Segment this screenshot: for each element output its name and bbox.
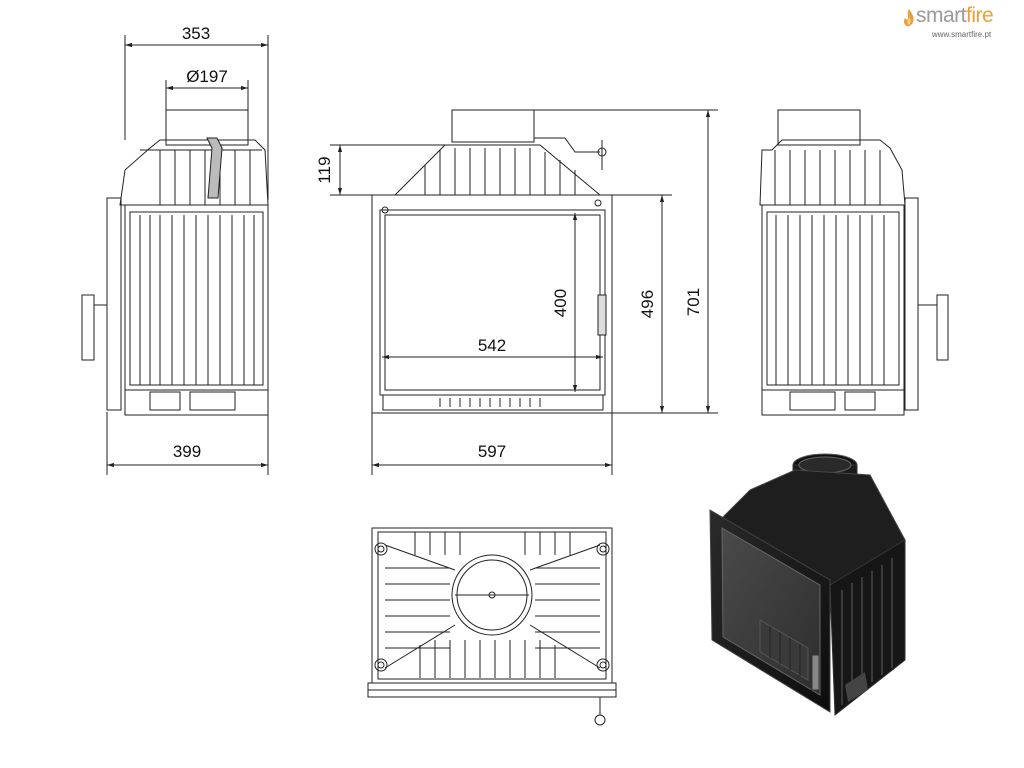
brand-name-part2: fire <box>966 4 994 27</box>
isometric-view <box>709 453 906 716</box>
brand-logo: smartfire www.smartfire.pt <box>902 4 1020 42</box>
dim-label-542: 542 <box>478 336 506 355</box>
dim-label-353: 353 <box>182 24 210 43</box>
dim-label-119: 119 <box>315 156 334 183</box>
dim-total-height <box>534 109 718 414</box>
brand-name: smartfire <box>916 4 994 28</box>
dim-flue-diameter <box>165 80 249 110</box>
side-view-left <box>81 109 269 416</box>
dim-label-399: 399 <box>173 442 201 461</box>
brand-name-part1: smart <box>916 4 967 27</box>
dim-label-diameter: Ø197 <box>186 67 228 86</box>
side-view-right <box>759 109 949 416</box>
dim-label-597: 597 <box>478 442 506 461</box>
front-view <box>371 109 613 414</box>
flame-icon <box>903 9 914 27</box>
top-view <box>367 527 617 726</box>
dim-hood-height <box>330 144 445 196</box>
dim-front-width <box>371 413 613 475</box>
dim-label-496: 496 <box>638 290 657 318</box>
brand-url: www.smartfire.pt <box>932 30 992 39</box>
dim-side-depth-bottom <box>106 412 269 475</box>
dim-label-400: 400 <box>551 289 570 317</box>
dim-label-701: 701 <box>684 288 703 316</box>
dim-side-depth-top <box>124 35 269 200</box>
